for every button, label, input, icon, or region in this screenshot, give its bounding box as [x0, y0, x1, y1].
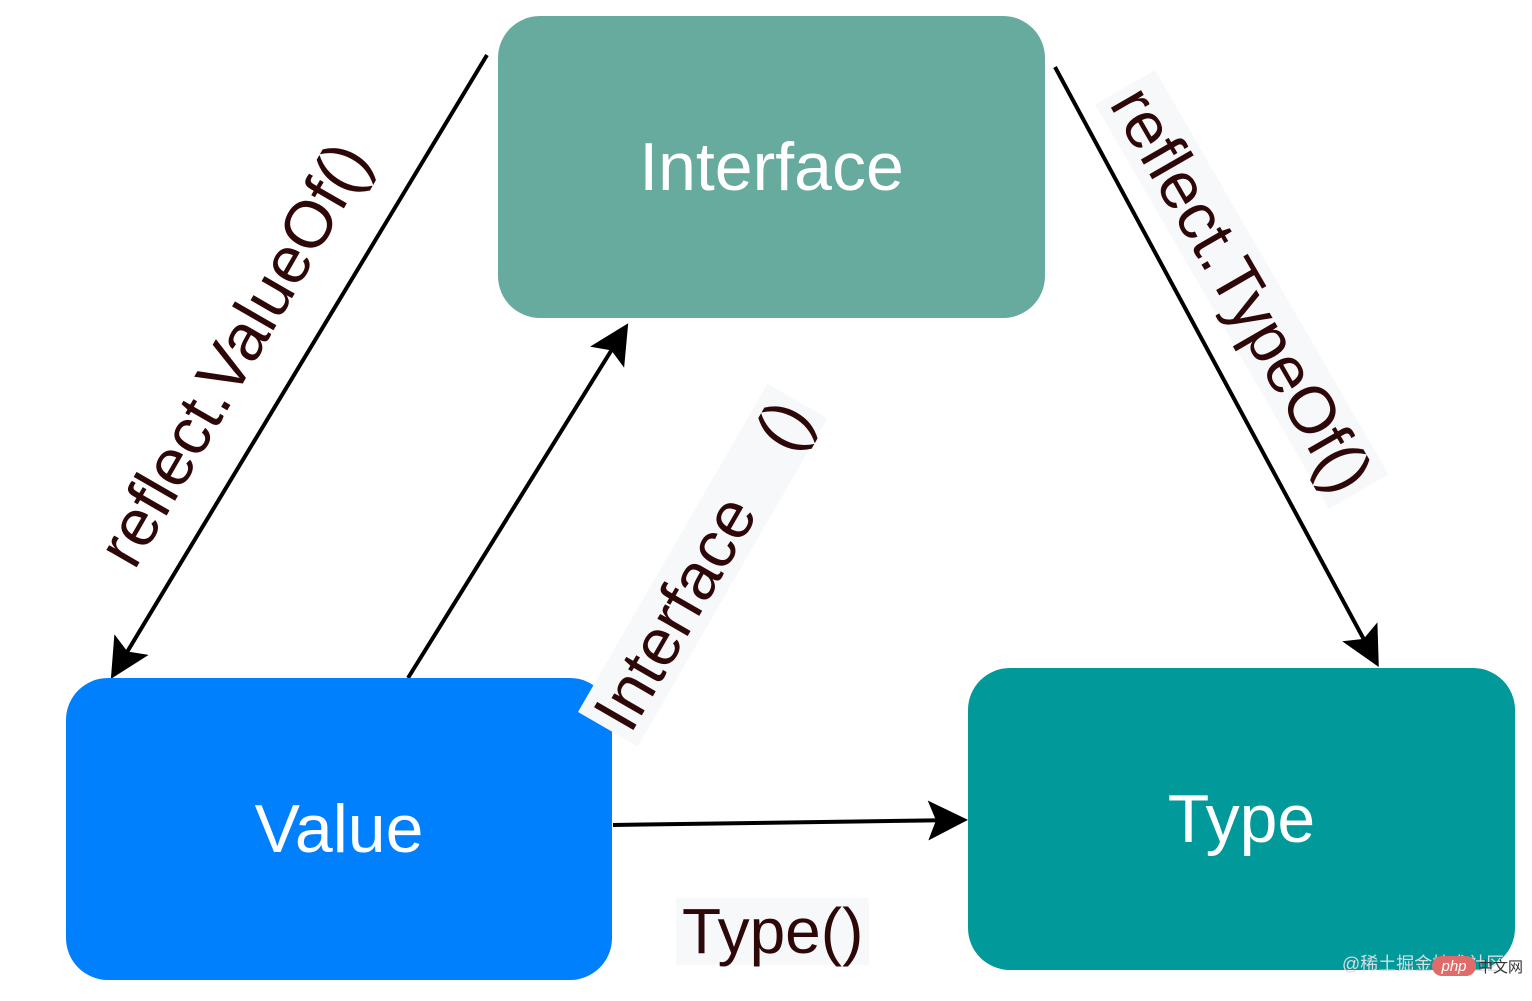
type-node: Type: [968, 668, 1515, 970]
edge-interface-to-value: [110, 53, 489, 679]
php-site-label: 中文网: [1478, 959, 1524, 976]
edge-value-to-interface: [406, 323, 629, 680]
type-node-label: Type: [1167, 781, 1316, 857]
value-node: Value: [66, 678, 612, 980]
edge-label-type-method: Type(): [676, 897, 870, 966]
edge-interface-to-type: [1053, 66, 1379, 668]
interface-node: Interface: [498, 16, 1045, 318]
edge-value-to-type: [612, 800, 968, 841]
value-node-label: Value: [254, 791, 424, 867]
php-logo-badge: php: [1432, 956, 1476, 976]
interface-node-label: Interface: [639, 129, 904, 205]
